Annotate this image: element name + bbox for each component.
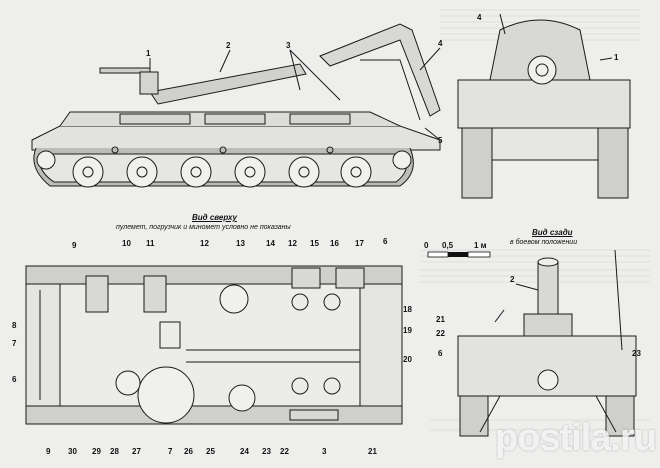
callout-side-1: 1	[146, 49, 151, 58]
callout-top-15: 15	[310, 239, 319, 248]
callout-top-19: 19	[403, 326, 412, 335]
callout-rear-22: 22	[436, 329, 445, 338]
top-view-title: Вид сверху	[192, 213, 237, 222]
callout-top-9a: 9	[72, 241, 77, 250]
callout-top-27: 27	[132, 447, 141, 456]
callout-top-9b: 9	[46, 447, 51, 456]
top-view-note: пулемет, погрузчик и миномет условно не …	[116, 224, 291, 231]
callout-rear-6: 6	[438, 349, 443, 358]
callout-top-17: 17	[355, 239, 364, 248]
callout-top-14: 14	[266, 239, 275, 248]
front-view	[457, 13, 631, 199]
callout-top-6a: 6	[383, 237, 388, 246]
callout-top-28: 28	[110, 447, 119, 456]
side-view	[31, 23, 441, 188]
callout-front-4: 4	[477, 13, 482, 22]
callout-side-2: 2	[226, 41, 231, 50]
top-callouts: 9 10 11 12 13 14 12 15 16 17 6 18 19 20 …	[12, 237, 412, 456]
callout-side-4: 4	[438, 39, 443, 48]
callout-front-1: 1	[614, 53, 619, 62]
callout-top-10: 10	[122, 239, 131, 248]
rear-view	[457, 249, 637, 437]
callout-top-6b: 6	[12, 375, 17, 384]
callout-rear-2: 2	[510, 275, 515, 284]
callout-top-16: 16	[330, 239, 339, 248]
callout-top-24: 24	[240, 447, 249, 456]
callout-top-23: 23	[262, 447, 271, 456]
callout-side-5: 5	[438, 136, 443, 145]
watermark: postila.ru	[494, 417, 657, 459]
rear-callouts: 2 21 22 6 23	[436, 275, 641, 358]
side-callouts: 1 2 3 4 5	[146, 39, 443, 145]
scale-bar: 0 0,5 1 м	[424, 241, 491, 258]
callout-top-21: 21	[368, 447, 377, 456]
callout-side-3: 3	[286, 41, 291, 50]
callout-top-13: 13	[236, 239, 245, 248]
callout-rear-23: 23	[632, 349, 641, 358]
callout-top-22: 22	[280, 447, 289, 456]
rear-view-title: Вид сзади	[532, 228, 573, 237]
callout-top-12a: 12	[200, 239, 209, 248]
scale-label-half: 0,5	[442, 241, 454, 250]
callout-top-7a: 7	[168, 447, 173, 456]
rear-view-subtitle: в боевом положении	[510, 239, 578, 246]
callout-top-20: 20	[403, 355, 412, 364]
callout-top-25: 25	[206, 447, 215, 456]
callout-top-12b: 12	[288, 239, 297, 248]
top-view	[25, 265, 403, 425]
callout-top-29: 29	[92, 447, 101, 456]
callout-top-11: 11	[146, 239, 155, 248]
scale-label-1m: 1 м	[474, 241, 487, 250]
callout-top-26: 26	[184, 447, 193, 456]
callout-top-7b: 7	[12, 339, 17, 348]
callout-top-30: 30	[68, 447, 77, 456]
callout-top-3: 3	[322, 447, 327, 456]
front-callouts: 4 1	[477, 13, 619, 62]
callout-rear-21: 21	[436, 315, 445, 324]
callout-top-18: 18	[403, 305, 412, 314]
scale-label-0: 0	[424, 241, 429, 250]
callout-top-8: 8	[12, 321, 17, 330]
